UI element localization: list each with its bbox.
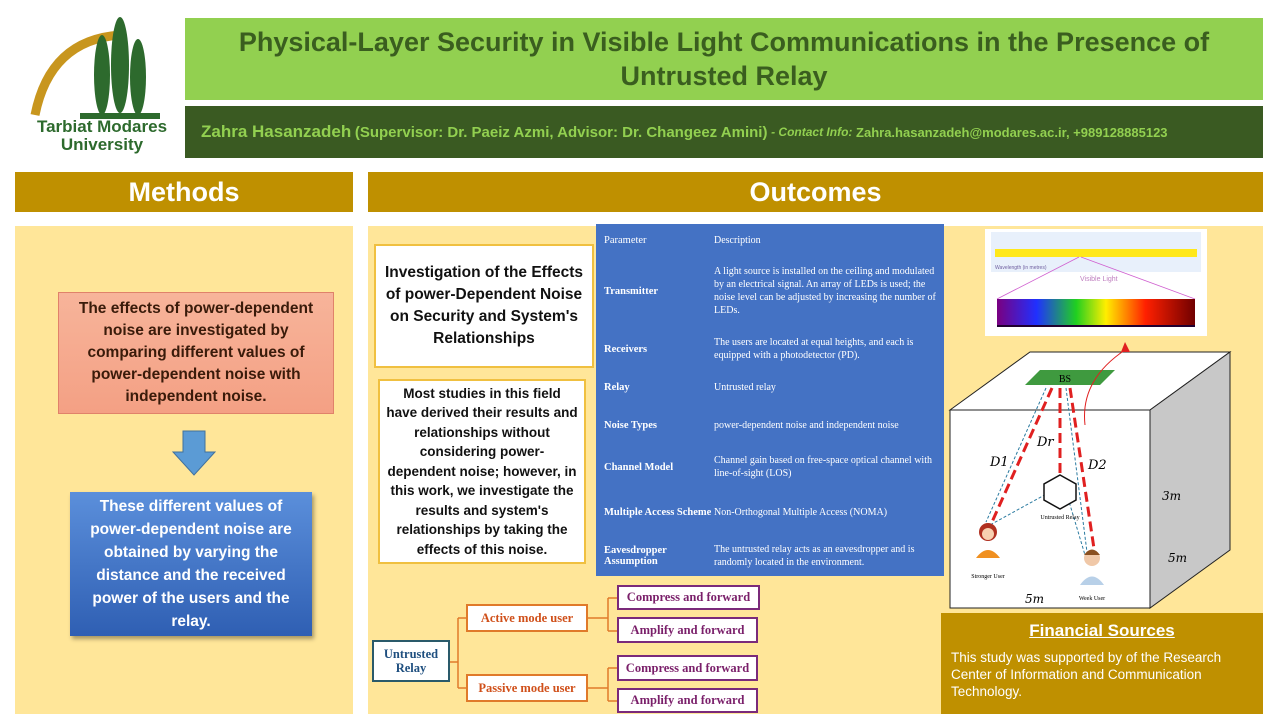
row-key: Channel Model bbox=[604, 461, 674, 473]
dr-label: Dr bbox=[1036, 435, 1054, 450]
room-diagram: BS Untrusted Relay D1 Dr D2 3m 5m 5m Str… bbox=[948, 342, 1232, 609]
d2-label: D2 bbox=[1087, 458, 1107, 473]
relay-label: Untrusted Relay bbox=[1040, 515, 1079, 521]
weak-user-icon bbox=[1080, 549, 1104, 585]
d1-label: D1 bbox=[989, 455, 1009, 470]
outcomes-heading: Outcomes bbox=[368, 172, 1263, 212]
table-row: Noise Types power-dependent noise and ind… bbox=[604, 406, 936, 444]
row-value: Non-Orthogonal Multiple Access (NOMA) bbox=[714, 506, 888, 518]
row-value: The users are located at equal heights, … bbox=[714, 337, 914, 361]
table-row: Eavesdropper Assumption The untrusted rel… bbox=[604, 534, 936, 578]
passive-mode-node: Passive mode user bbox=[466, 674, 588, 702]
wavelength-label: Wavelength (in metres) bbox=[995, 265, 1047, 271]
relay-icon bbox=[1043, 474, 1077, 510]
row-value: Untrusted relay bbox=[714, 381, 776, 393]
methods-box-2: These different values of power-dependen… bbox=[70, 492, 312, 636]
table-row: Receivers The users are located at equal … bbox=[604, 330, 936, 368]
methods-heading: Methods bbox=[15, 172, 353, 212]
author-name: Zahra Hasanzadeh bbox=[201, 122, 352, 141]
investigation-box: Investigation of the Effects of power-De… bbox=[374, 244, 594, 368]
methods-box-1: The effects of power-dependent noise are… bbox=[58, 292, 334, 414]
financial-text: This study was supported by of the Resea… bbox=[951, 650, 1222, 699]
contact-label: - Contact Info: bbox=[771, 125, 853, 139]
table-header-parameter: Parameter bbox=[604, 234, 647, 246]
financial-sources: Financial Sources This study was support… bbox=[941, 613, 1263, 714]
table-header-description: Description bbox=[714, 234, 761, 246]
financial-title: Financial Sources bbox=[1029, 621, 1175, 640]
row-key: Noise Types bbox=[604, 419, 657, 431]
stronger-user-icon bbox=[976, 523, 1000, 558]
row-key: Receivers bbox=[604, 343, 648, 355]
active-mode-node: Active mode user bbox=[466, 604, 588, 632]
bs-label: BS bbox=[1059, 374, 1071, 385]
active-compress-forward: Compress and forward bbox=[617, 585, 760, 610]
width-label: 5m bbox=[1025, 592, 1044, 606]
visible-light-label: Visible Light bbox=[1080, 276, 1118, 283]
passive-amplify-forward: Amplify and forward bbox=[617, 688, 758, 713]
bs-led-panel bbox=[1025, 370, 1115, 385]
table-row: Channel Model Channel gain based on free-… bbox=[604, 444, 936, 490]
untrusted-relay-node: Untrusted Relay bbox=[372, 640, 450, 682]
table-row: Relay Untrusted relay bbox=[604, 368, 936, 406]
row-key: Relay bbox=[604, 381, 630, 393]
row-value: The untrusted relay acts as an eavesdrop… bbox=[714, 544, 915, 568]
em-spectrum-image: Wavelength (in metres) Visible Light bbox=[985, 229, 1207, 336]
advisors: (Supervisor: Dr. Paeiz Azmi, Advisor: Dr… bbox=[354, 123, 768, 141]
studies-box: Most studies in this field have derived … bbox=[378, 379, 586, 564]
row-value: Channel gain based on free-space optical… bbox=[714, 455, 932, 479]
weak-user-label: Week User bbox=[1079, 596, 1105, 602]
tree-connectors bbox=[450, 597, 617, 702]
row-key: Eavesdropper Assumption bbox=[604, 545, 667, 567]
row-key: Multiple Access Scheme bbox=[604, 506, 712, 518]
contact-info[interactable]: Zahra.hasanzadeh@modares.ac.ir, +9891288… bbox=[856, 124, 1168, 140]
university-logo bbox=[20, 15, 180, 160]
row-value: power-dependent noise and independent no… bbox=[714, 419, 899, 431]
author-bar: Zahra Hasanzadeh (Supervisor: Dr. Paeiz … bbox=[185, 106, 1263, 158]
logo-text: Tarbiat Modares University bbox=[36, 117, 168, 154]
row-key: Transmitter bbox=[604, 285, 659, 297]
poster-title: Physical-Layer Security in Visible Light… bbox=[185, 18, 1263, 100]
row-value: A light source is installed on the ceili… bbox=[714, 266, 936, 316]
stronger-user-label: Stronger User bbox=[971, 574, 1005, 580]
table-row: Transmitter A light source is installed o… bbox=[604, 252, 936, 330]
parameters-table: Parameter Description Transmitter A light … bbox=[596, 224, 944, 576]
down-arrow-icon bbox=[172, 430, 216, 476]
height-label: 3m bbox=[1162, 489, 1181, 503]
depth-label: 5m bbox=[1168, 551, 1187, 565]
active-amplify-forward: Amplify and forward bbox=[617, 617, 758, 643]
passive-compress-forward: Compress and forward bbox=[617, 655, 758, 681]
